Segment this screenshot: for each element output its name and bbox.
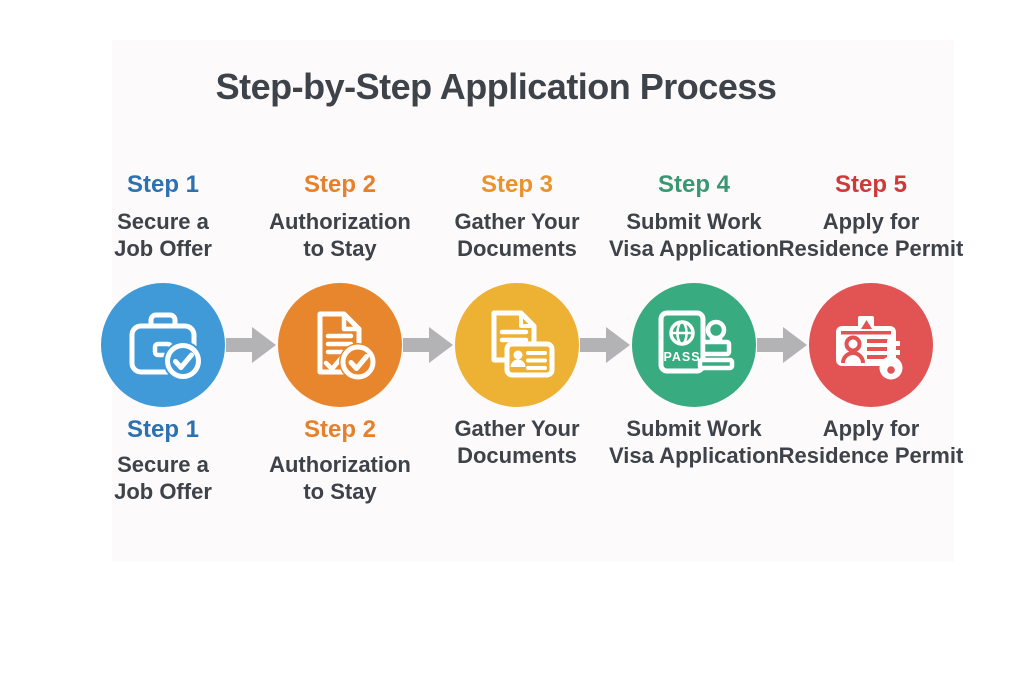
step4-bottom-line2: Visa Application bbox=[609, 443, 779, 468]
step5-title-line1: Apply for bbox=[822, 209, 920, 234]
step1-bottom-number-label: Step 1 bbox=[126, 416, 200, 443]
id-card-key-icon bbox=[836, 316, 903, 380]
page-title: Step-by-Step Application Process bbox=[215, 66, 777, 107]
passport-stamp-icon: PASS bbox=[658, 310, 735, 374]
step5-number-label: Step 5 bbox=[834, 171, 908, 198]
step-column-4: Step 4 Submit Work Visa Application PASS… bbox=[579, 170, 809, 469]
arrow-right-icon bbox=[226, 327, 276, 363]
arrow-right-icon bbox=[757, 327, 807, 363]
step1-bottom-line1: Secure a bbox=[117, 452, 209, 477]
step3-header: Step 3 Gather Your Documents bbox=[402, 170, 632, 283]
step4-bottom-label: Submit Work Visa Application bbox=[579, 415, 809, 469]
step5-header: Step 5 Apply for Residence Permit bbox=[756, 170, 986, 283]
step2-title-line1: Authorization bbox=[269, 209, 411, 234]
step-column-2: Step 2 Authorization to Stay Step 2 Auth… bbox=[225, 170, 455, 505]
step2-header: Step 2 Authorization to Stay bbox=[225, 170, 455, 283]
step1-circle bbox=[101, 283, 225, 407]
passport-pass-text: PASS bbox=[663, 350, 700, 364]
step1-bottom-label: Step 1 Secure a Job Offer bbox=[48, 415, 278, 505]
step1-bottom-line2: Job Offer bbox=[114, 479, 212, 504]
step3-number-label: Step 3 bbox=[480, 171, 554, 198]
step2-bottom-number-label: Step 2 bbox=[303, 416, 377, 443]
arrow-right-icon bbox=[403, 327, 453, 363]
step1-title-line2: Job Offer bbox=[114, 236, 212, 261]
step5-bottom-label: Apply for Residence Permit bbox=[756, 415, 986, 469]
step2-circle bbox=[278, 283, 402, 407]
step3-circle bbox=[455, 283, 579, 407]
step4-title-line1: Submit Work bbox=[626, 209, 762, 234]
step3-title-line1: Gather Your bbox=[454, 209, 580, 234]
step4-number-label: Step 4 bbox=[657, 171, 731, 198]
arrow-right-icon bbox=[580, 327, 630, 363]
step3-bottom-line1: Gather Your bbox=[454, 416, 580, 441]
step5-bottom-line2: Residence Permit bbox=[778, 443, 964, 468]
step4-header: Step 4 Submit Work Visa Application bbox=[579, 170, 809, 283]
step2-number-label: Step 2 bbox=[303, 171, 377, 198]
step2-bottom-label: Step 2 Authorization to Stay bbox=[225, 415, 455, 505]
step-column-3: Step 3 Gather Your Documents Gather Your… bbox=[402, 170, 632, 469]
step1-number-label: Step 1 bbox=[126, 171, 200, 198]
step5-title-line2: Residence Permit bbox=[778, 236, 964, 261]
step4-title-line2: Visa Application bbox=[609, 236, 779, 261]
step1-header: Step 1 Secure a Job Offer bbox=[48, 170, 278, 283]
step4-circle: PASS bbox=[632, 283, 756, 407]
step2-title-line2: to Stay bbox=[303, 236, 377, 261]
step5-circle bbox=[809, 283, 933, 407]
documents-id-card-icon bbox=[491, 310, 555, 378]
step4-bottom-line1: Submit Work bbox=[626, 416, 762, 441]
step-column-1: Step 1 Secure a Job Offer Step 1 Secure … bbox=[48, 170, 278, 505]
step2-bottom-line2: to Stay bbox=[303, 479, 377, 504]
briefcase-check-icon bbox=[129, 312, 203, 381]
step2-bottom-line1: Authorization bbox=[269, 452, 411, 477]
step5-bottom-line1: Apply for bbox=[822, 416, 920, 441]
step3-title-line2: Documents bbox=[457, 236, 577, 261]
step1-title-line1: Secure a bbox=[117, 209, 209, 234]
step3-bottom-label: Gather Your Documents bbox=[402, 415, 632, 469]
document-check-icon bbox=[317, 311, 377, 381]
step3-bottom-line2: Documents bbox=[457, 443, 577, 468]
step-column-5: Step 5 Apply for Residence Permit bbox=[756, 170, 986, 469]
